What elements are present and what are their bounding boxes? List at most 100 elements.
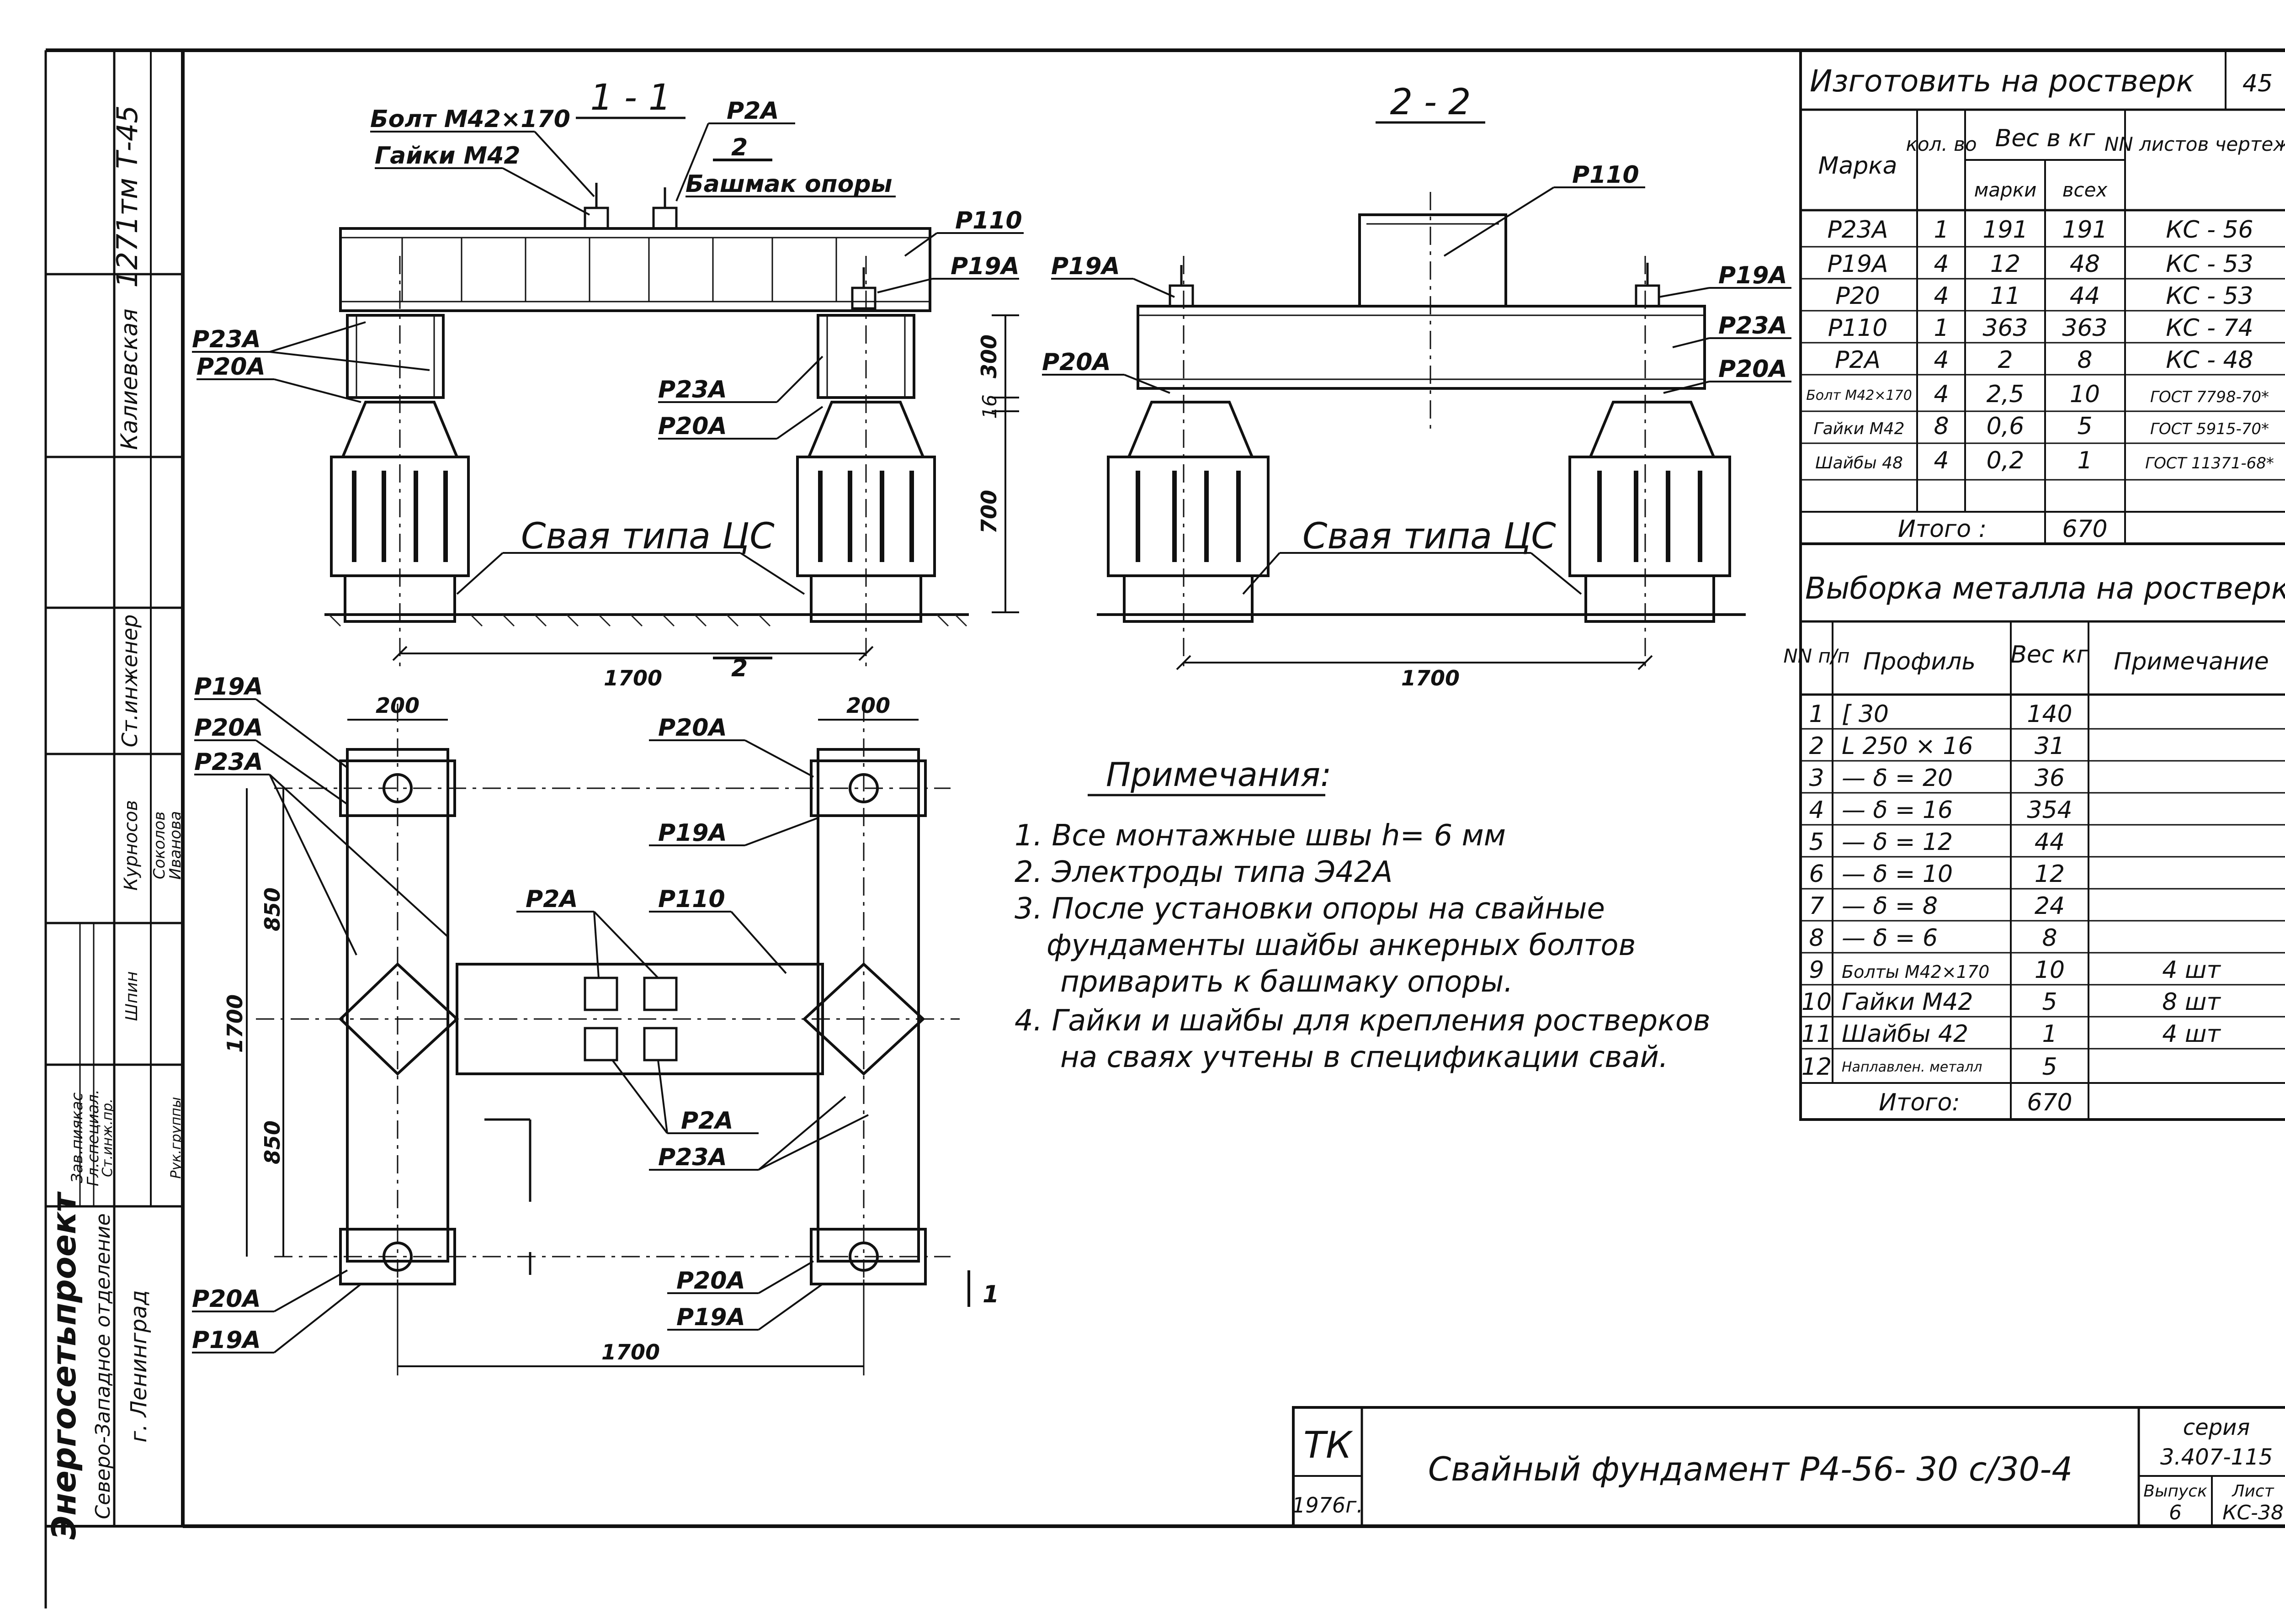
note-3: 3. После установки опоры на свайные: [1015, 892, 1605, 926]
plan-label-p19a-bl: Р19А: [192, 1327, 261, 1354]
stamp-role-2: Ст.инженер: [117, 615, 142, 748]
metal-r1-num: 2: [1809, 732, 1824, 760]
metal-r6-profile: — δ = 8: [1842, 892, 1938, 920]
title-block: ТК 1976г. Свайный фундамент Р4-56- 30 с/…: [1292, 1406, 2285, 1528]
plan-label-p23a-br: Р23А: [658, 1144, 727, 1171]
metal-r6-num: 7: [1809, 892, 1824, 920]
metal-r3-profile: — δ = 16: [1842, 796, 1953, 824]
mt-head-weight-all: всех: [2062, 179, 2108, 201]
metal-r9-num: 10: [1801, 988, 1832, 1016]
plan-cut-1: 1: [983, 1281, 999, 1308]
org-name: Энергосетьпроект: [45, 1191, 83, 1539]
label-p2a-s1: Р2А: [727, 97, 779, 125]
plan-label-p110: Р110: [658, 886, 725, 913]
sheet-value: КС-38: [2222, 1501, 2284, 1524]
drawing-title: Свайный фундамент Р4-56- 30 с/30-4: [1428, 1450, 2072, 1488]
plan-dim-1700-h: 1700: [601, 1340, 660, 1364]
issue-value: 6: [2169, 1501, 2182, 1524]
metal-r4-profile: — δ = 12: [1842, 828, 1953, 856]
mt-r7-mark: Шайбы 48: [1815, 454, 1903, 472]
plan-label-p20a-br: Р20А: [676, 1267, 745, 1295]
mt-r6-qty: 8: [1934, 413, 1949, 440]
mt-head-weight: Вес в кг: [1995, 125, 2095, 152]
mt-r0-wa: 191: [2062, 216, 2107, 244]
dim-16: 16: [978, 394, 1001, 419]
mt-r0-wm: 191: [1982, 216, 2028, 244]
plan-label-p2a-bottom: Р2А: [681, 1107, 733, 1135]
mt-r0-qty: 1: [1934, 216, 1949, 244]
metal-r9-weight: 5: [2042, 988, 2057, 1016]
metal-r10-profile: Шайбы 42: [1842, 1020, 1968, 1048]
label-p19a-s2-left: Р19А: [1051, 253, 1120, 280]
org-city: г. Ленинград: [126, 1290, 152, 1443]
metal-rows: 1 [ 30 140 2 L 250 × 16 31 3 — δ = 20 36…: [1801, 701, 2285, 1084]
metal-r3-weight: 354: [2027, 796, 2072, 824]
plan-label-p20a-tl: Р20А: [194, 714, 263, 742]
stamp-role-1: Гл.специал.: [84, 1089, 102, 1186]
dim-1700-s2: 1700: [1401, 666, 1460, 690]
plan-label-p20a-bl: Р20А: [192, 1285, 261, 1313]
metal-head-profile: Профиль: [1863, 648, 1976, 675]
mt-r5-wm: 2,5: [1987, 381, 2025, 408]
mt-r5-mark: Болт М42×170: [1806, 387, 1912, 403]
mt-r3-wm: 363: [1982, 314, 2028, 342]
section-1-title: 1 - 1: [590, 77, 671, 118]
ground-hatch-1: [328, 614, 967, 627]
mt-r1-sheet: КС - 53: [2166, 250, 2253, 278]
label-p20a-s2-left: Р20А: [1042, 349, 1111, 376]
note-1: 1. Все монтажные швы h= 6 мм: [1015, 819, 1506, 853]
plan-dim-200-right: 200: [846, 693, 890, 718]
note-3b: фундаменты шайбы анкерных болтов: [1047, 929, 1636, 962]
dim-1700-s1: 1700: [604, 666, 662, 690]
mt-r6-sheet: ГОСТ 5915-70*: [2150, 420, 2269, 438]
mt-r4-wa: 8: [2077, 346, 2092, 374]
metal-r8-profile: Болты М42×170: [1842, 962, 1989, 982]
label-bolt: Болт М42×170: [370, 106, 570, 133]
metal-title: Выборка металла на ростверк: [1805, 571, 2285, 606]
metal-r2-profile: — δ = 20: [1842, 764, 1953, 792]
mt-r3-wa: 363: [2062, 314, 2107, 342]
left-stamp: 1271тм Т-45 Калиевская Ст.инженер Зав.пи…: [45, 50, 185, 1540]
metal-r9-profile: Гайки М42: [1842, 988, 1973, 1016]
label-p20a-s1-right: Р20А: [658, 413, 727, 440]
dim-700: 700: [977, 490, 1001, 534]
org-branch: Северо-Западное отделение: [91, 1213, 115, 1519]
metal-r10-note: 4 шт: [2162, 1020, 2221, 1048]
mt-r1-mark: Р19А: [1827, 250, 1888, 278]
mt-r3-qty: 1: [1934, 314, 1949, 342]
stamp-name-0: Курносов: [121, 800, 142, 891]
label-p19a-s2-right: Р19А: [1718, 262, 1787, 289]
plan-label-p2a-top: Р2А: [526, 886, 578, 913]
note-3c: приварить к башмаку опоры.: [1060, 965, 1513, 999]
mt-head-weight-mark: марки: [1974, 179, 2037, 201]
metal-head-note: Примечание: [2114, 648, 2269, 675]
archive-code: 1271тм Т-45: [111, 105, 144, 288]
mt-r4-sheet: КС - 48: [2166, 346, 2253, 374]
mt-rows: Р23А 1 191 191 КС - 56 Р19А 4 12 48 КС -…: [1801, 216, 2285, 513]
stamp-name-4: Соколов: [150, 812, 169, 879]
section-2-2: 2 - 2 1700 Р110 Р19А: [1042, 82, 1791, 690]
metal-r6-weight: 24: [2035, 892, 2065, 920]
note-4: 4. Гайки и шайбы для крепления ростверко…: [1015, 1004, 1711, 1038]
plan-view: 1700 850 850 1700 200 200 Р19А Р20А Р23А…: [192, 673, 999, 1375]
manufacture-title: Изготовить на ростверк: [1810, 64, 2194, 99]
drawing-year: 1976г.: [1292, 1493, 1363, 1518]
metal-r8-note: 4 шт: [2162, 956, 2221, 984]
mt-r4-wm: 2: [1998, 346, 2013, 374]
mt-r1-wm: 12: [1990, 250, 2020, 278]
metal-r7-weight: 8: [2042, 924, 2057, 952]
stamp-role-0: Зав.пиякас: [68, 1093, 86, 1184]
metal-r3-num: 4: [1809, 796, 1824, 824]
metal-r9-note: 8 шт: [2162, 988, 2221, 1016]
metal-r0-num: 1: [1809, 701, 1824, 728]
issue-label: Выпуск: [2143, 1482, 2207, 1501]
label-p23a-s2-right: Р23А: [1718, 312, 1787, 340]
metal-r7-num: 8: [1809, 924, 1824, 952]
metal-r11-num: 12: [1801, 1053, 1832, 1081]
sheet-label: Лист: [2231, 1482, 2274, 1501]
metal-r2-weight: 36: [2035, 764, 2065, 792]
pile-label-1: Свая типа ЦС: [521, 516, 775, 557]
mt-head-sheets: NN листов чертежей: [2104, 133, 2285, 155]
metal-r10-num: 11: [1801, 1020, 1832, 1048]
